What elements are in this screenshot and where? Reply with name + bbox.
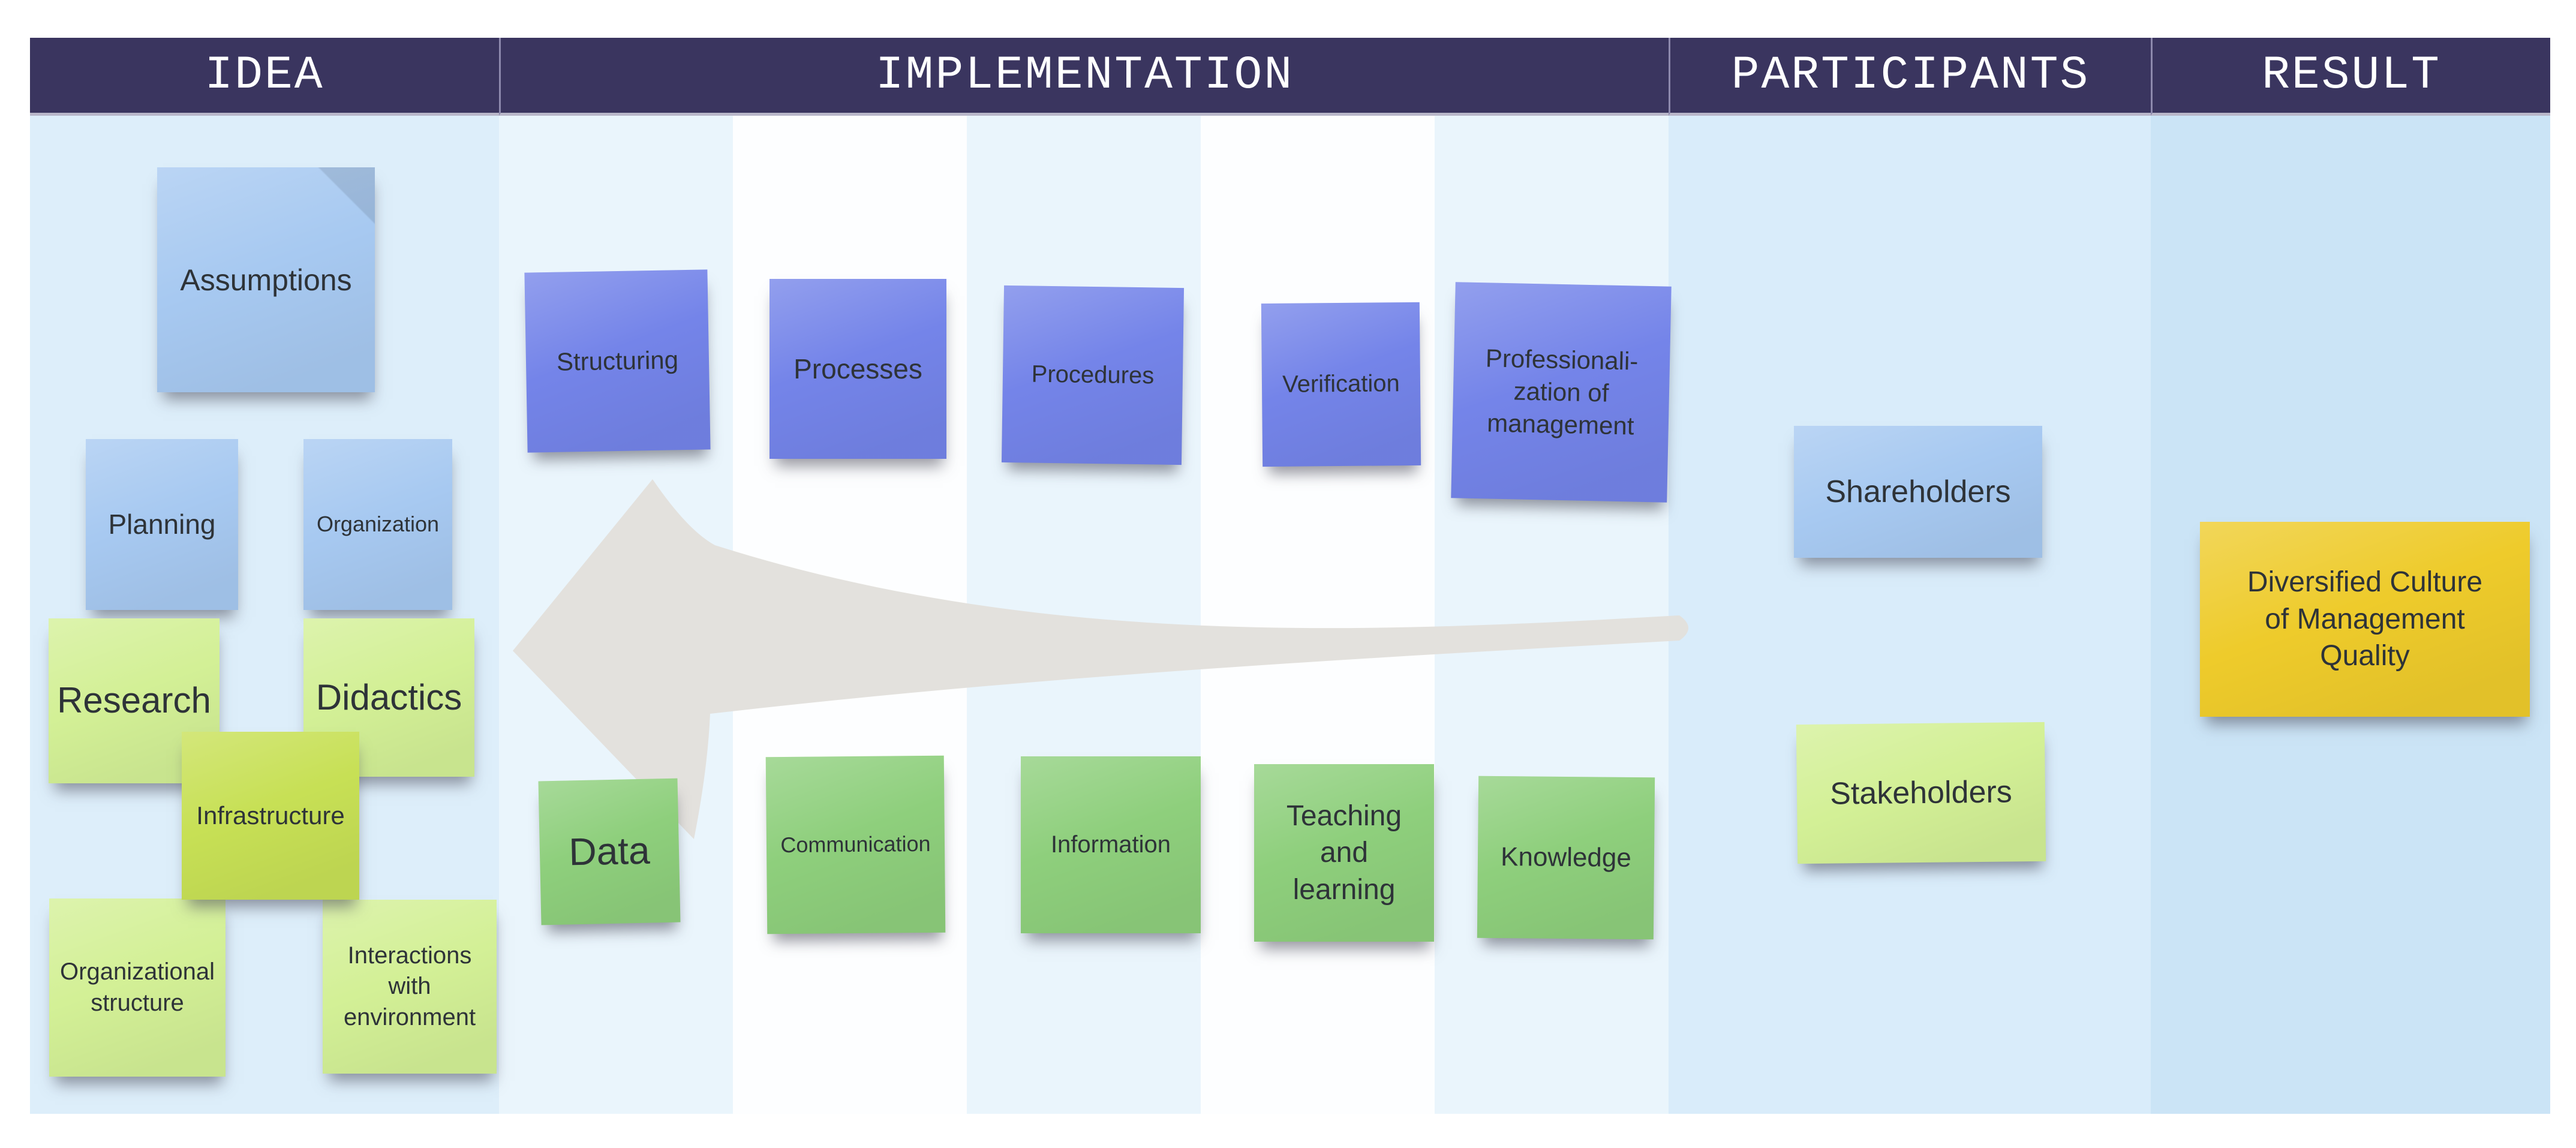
sticky-note-data[interactable]: Data [538,778,681,925]
sticky-note-knowledge[interactable]: Knowledge [1477,776,1655,940]
sticky-note-processes-label: Processes [793,353,922,384]
sticky-note-organization[interactable]: Organization [303,439,452,610]
column-header-implementation-label: IMPLEMENTATION [875,49,1294,102]
sticky-note-shareholders[interactable]: Shareholders [1794,426,2042,558]
sticky-note-procedures-label: Procedures [1031,360,1155,389]
sticky-note-structuring[interactable]: Structuring [524,269,711,453]
column-header-result: RESULT [2151,38,2550,116]
sticky-note-stakeholders-label: Stakeholders [1829,774,2013,812]
sticky-note-infrastructure-label: Infrastructure [196,801,345,830]
sticky-note-organizational-structure[interactable]: Organizational structure [49,898,226,1077]
sticky-note-planning[interactable]: Planning [86,439,238,610]
column-header-participants: PARTICIPANTS [1669,38,2151,116]
sticky-note-diversified-culture-of-management-quality[interactable]: Diversified Culture of Management Qualit… [2200,522,2530,717]
lane-implementation-stripe-4 [1201,116,1435,1114]
sticky-note-assumptions-label: Assumptions [180,263,352,297]
sticky-note-diversified-culture-label: Diversified Culture of Management Qualit… [2247,566,2483,672]
sticky-note-processes[interactable]: Processes [770,279,946,459]
sticky-note-information-label: Information [1050,831,1171,858]
column-header-participants-label: PARTICIPANTS [1731,49,2090,102]
column-header-result-label: RESULT [2262,49,2441,102]
sticky-note-planning-label: Planning [108,509,216,540]
sticky-note-verification[interactable]: Verification [1261,302,1421,467]
sticky-note-interactions-with-environment-label: Interactions with environment [343,942,476,1030]
sticky-note-stakeholders[interactable]: Stakeholders [1796,722,2046,864]
flow-arrow[interactable] [513,479,1688,839]
sticky-note-teaching-and-learning[interactable]: Teaching and learning [1254,764,1434,942]
sticky-note-teaching-and-learning-label: Teaching and learning [1286,800,1402,906]
sticky-note-assumptions[interactable]: Assumptions [157,167,375,392]
column-header-implementation: IMPLEMENTATION [499,38,1669,116]
sticky-note-organization-label: Organization [316,512,440,537]
sticky-note-professionalization-of-management-label: Professionali- zation of management [1485,344,1639,440]
column-header-idea: IDEA [30,38,499,116]
sticky-note-shareholders-label: Shareholders [1825,474,2011,509]
sticky-note-organizational-structure-label: Organizational structure [60,958,215,1016]
sticky-note-structuring-label: Structuring [556,345,679,376]
column-header-idea-label: IDEA [205,49,324,102]
sticky-note-knowledge-label: Knowledge [1500,842,1632,873]
sticky-note-infrastructure[interactable]: Infrastructure [182,732,359,900]
sticky-note-didactics-label: Didactics [315,677,462,717]
sticky-note-communication-label: Communication [780,831,931,858]
sticky-note-communication[interactable]: Communication [765,755,946,934]
sticky-note-professionalization-of-management[interactable]: Professionali- zation of management [1451,282,1672,503]
sticky-note-interactions-with-environment[interactable]: Interactions with environment [323,900,497,1074]
sticky-note-data-label: Data [568,828,651,874]
sticky-note-information[interactable]: Information [1021,756,1201,933]
sticky-note-verification-label: Verification [1282,370,1400,398]
sticky-note-research-label: Research [57,680,211,721]
sticky-note-procedures[interactable]: Procedures [1001,285,1185,465]
lane-participants [1669,116,2151,1114]
